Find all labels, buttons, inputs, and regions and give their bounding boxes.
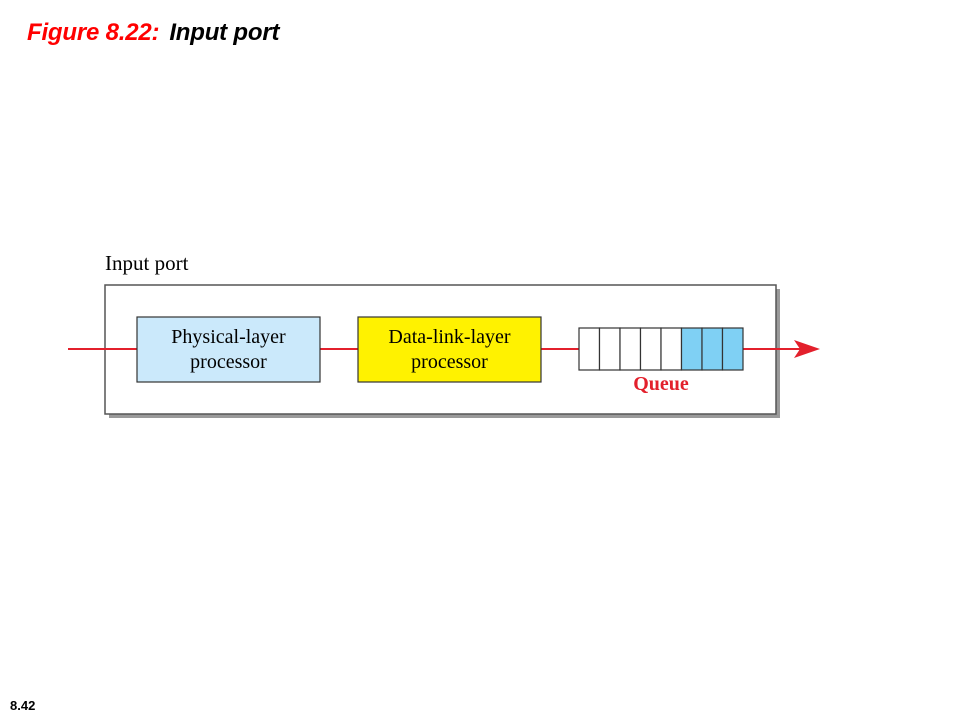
queue-cell-empty (578, 327, 601, 371)
datalink-processor-line1: Data-link-layer (388, 326, 510, 348)
datalink-processor-line2: processor (411, 351, 488, 373)
physical-layer-processor-box (136, 316, 321, 383)
queue-cell-empty (639, 327, 662, 371)
queue-cell-filled (701, 327, 724, 371)
queue (578, 327, 744, 371)
queue-cell-empty (619, 327, 642, 371)
figure-title: Input port (169, 19, 280, 46)
queue-cell-filled (721, 327, 744, 371)
slide-title: Figure 8.22: Input port (27, 19, 279, 47)
page-number: 8.42 (10, 698, 36, 713)
figure-label: Figure 8.22: (27, 19, 160, 46)
input-port-label: Input port (105, 251, 189, 275)
physical-processor-line1: Physical-layer (171, 326, 286, 348)
queue-cell-empty (598, 327, 621, 371)
queue-cell-empty (660, 327, 683, 371)
queue-label: Queue (633, 373, 689, 395)
outgoing-arrow-head (794, 340, 820, 358)
queue-cell-filled (680, 327, 703, 371)
physical-processor-line2: processor (190, 351, 267, 373)
data-link-layer-processor-box (357, 316, 542, 383)
